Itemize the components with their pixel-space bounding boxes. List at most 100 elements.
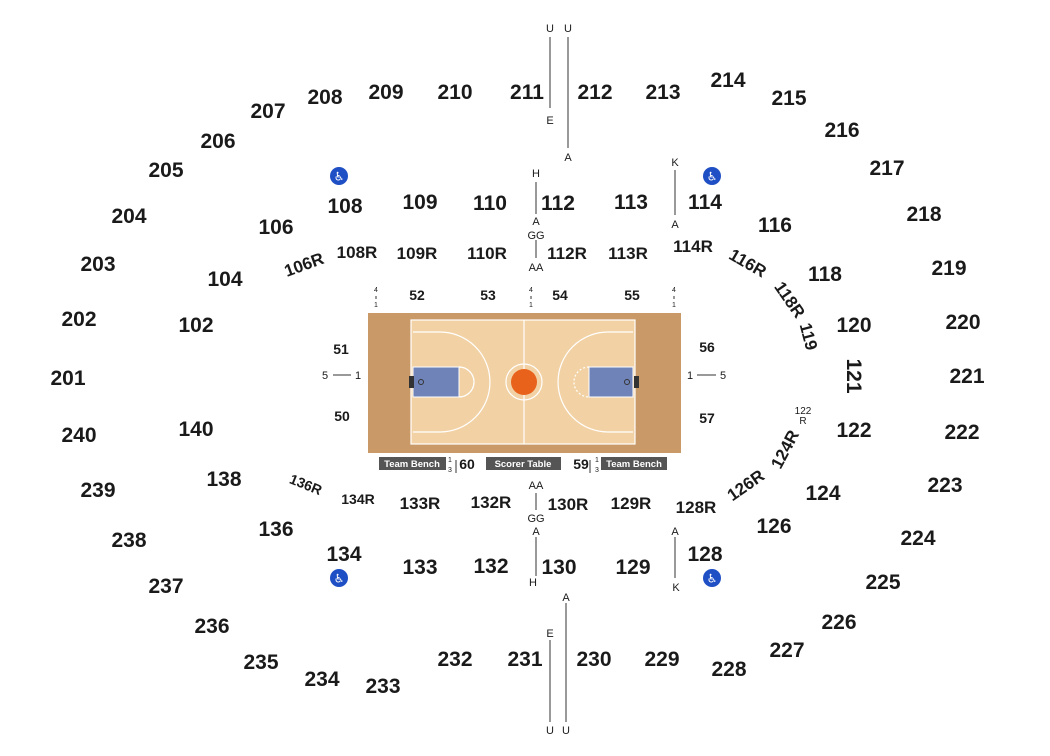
- section-202[interactable]: 202: [61, 308, 96, 331]
- section-109r[interactable]: 109R: [397, 244, 438, 263]
- section-136r[interactable]: 136R: [287, 471, 324, 498]
- section-221[interactable]: 221: [949, 365, 984, 388]
- section-110[interactable]: 110: [473, 192, 507, 215]
- section-120[interactable]: 120: [836, 314, 871, 337]
- section-59[interactable]: 59: [573, 456, 589, 472]
- section-205[interactable]: 205: [148, 159, 183, 182]
- section-109[interactable]: 109: [402, 191, 437, 214]
- section-140[interactable]: 140: [178, 418, 213, 441]
- section-233[interactable]: 233: [365, 675, 400, 698]
- section-51[interactable]: 51: [333, 341, 349, 357]
- section-60[interactable]: 60: [459, 456, 475, 472]
- section-226[interactable]: 226: [821, 611, 856, 634]
- section-116r[interactable]: 116R: [726, 245, 770, 281]
- section-227[interactable]: 227: [769, 639, 804, 662]
- section-214[interactable]: 214: [710, 69, 745, 92]
- wheelchair-icon[interactable]: ♿: [703, 167, 721, 185]
- section-106[interactable]: 106: [258, 216, 293, 239]
- section-56[interactable]: 56: [699, 339, 715, 355]
- section-129[interactable]: 129: [615, 556, 650, 579]
- wheelchair-icon[interactable]: ♿: [330, 569, 348, 587]
- section-236[interactable]: 236: [194, 615, 229, 638]
- section-116[interactable]: 116: [758, 214, 792, 237]
- section-138[interactable]: 138: [206, 468, 241, 491]
- section-216[interactable]: 216: [824, 119, 859, 142]
- section-118[interactable]: 118: [808, 263, 842, 286]
- section-112[interactable]: 112: [541, 192, 575, 215]
- section-104[interactable]: 104: [207, 268, 242, 291]
- section-102[interactable]: 102: [178, 314, 213, 337]
- section-126r[interactable]: 126R: [724, 466, 768, 505]
- section-110r[interactable]: 110R: [467, 244, 507, 263]
- section-136[interactable]: 136: [258, 518, 293, 541]
- section-240[interactable]: 240: [61, 424, 96, 447]
- section-235[interactable]: 235: [243, 651, 278, 674]
- section-122r-letter[interactable]: R: [799, 416, 806, 427]
- section-230[interactable]: 230: [576, 648, 611, 671]
- section-118r[interactable]: 118R: [770, 278, 808, 321]
- section-50[interactable]: 50: [334, 408, 350, 424]
- section-133r[interactable]: 133R: [400, 494, 441, 513]
- section-229[interactable]: 229: [644, 648, 679, 671]
- section-218[interactable]: 218: [906, 203, 941, 226]
- section-114[interactable]: 114: [688, 191, 722, 214]
- section-126[interactable]: 126: [756, 515, 791, 538]
- section-222[interactable]: 222: [944, 421, 979, 444]
- section-54[interactable]: 54: [552, 287, 568, 303]
- section-112r[interactable]: 112R: [547, 244, 587, 263]
- section-238[interactable]: 238: [111, 529, 146, 552]
- section-201[interactable]: 201: [50, 367, 85, 390]
- section-231[interactable]: 231: [507, 648, 542, 671]
- section-223[interactable]: 223: [927, 474, 962, 497]
- section-208[interactable]: 208: [307, 86, 342, 109]
- wheelchair-icon[interactable]: ♿: [330, 167, 348, 185]
- section-128r[interactable]: 128R: [676, 498, 717, 517]
- section-122r-number[interactable]: 122: [795, 406, 812, 417]
- section-228[interactable]: 228: [711, 658, 746, 681]
- section-124[interactable]: 124: [805, 482, 840, 505]
- section-130[interactable]: 130: [541, 556, 576, 579]
- section-121[interactable]: 121: [842, 358, 865, 393]
- section-55[interactable]: 55: [624, 287, 640, 303]
- section-206[interactable]: 206: [200, 130, 235, 153]
- section-113r[interactable]: 113R: [608, 244, 648, 263]
- section-134[interactable]: 134: [326, 543, 361, 566]
- section-53[interactable]: 53: [480, 287, 496, 303]
- section-209[interactable]: 209: [368, 81, 403, 104]
- section-113[interactable]: 113: [614, 191, 648, 214]
- section-212[interactable]: 212: [577, 81, 612, 104]
- section-52[interactable]: 52: [409, 287, 425, 303]
- section-119[interactable]: 119: [796, 321, 821, 352]
- section-210[interactable]: 210: [437, 81, 472, 104]
- section-213[interactable]: 213: [645, 81, 680, 104]
- section-225[interactable]: 225: [865, 571, 900, 594]
- section-124r[interactable]: 124R: [767, 427, 803, 472]
- section-207[interactable]: 207: [250, 100, 285, 123]
- section-211[interactable]: 211: [510, 81, 544, 104]
- section-122[interactable]: 122: [836, 419, 871, 442]
- section-237[interactable]: 237: [148, 575, 183, 598]
- section-204[interactable]: 204: [111, 205, 146, 228]
- section-132r[interactable]: 132R: [471, 493, 512, 512]
- section-108[interactable]: 108: [327, 195, 362, 218]
- section-134r[interactable]: 134R: [341, 491, 374, 507]
- section-224[interactable]: 224: [900, 527, 935, 550]
- section-128[interactable]: 128: [687, 543, 722, 566]
- section-232[interactable]: 232: [437, 648, 472, 671]
- section-57[interactable]: 57: [699, 410, 715, 426]
- section-203[interactable]: 203: [80, 253, 115, 276]
- section-217[interactable]: 217: [869, 157, 904, 180]
- section-129r[interactable]: 129R: [611, 494, 652, 513]
- section-106r[interactable]: 106R: [282, 249, 327, 281]
- section-219[interactable]: 219: [931, 257, 966, 280]
- section-132[interactable]: 132: [473, 555, 508, 578]
- section-130r[interactable]: 130R: [548, 495, 589, 514]
- section-114r[interactable]: 114R: [673, 237, 713, 256]
- section-220[interactable]: 220: [945, 311, 980, 334]
- section-215[interactable]: 215: [771, 87, 806, 110]
- section-239[interactable]: 239: [80, 479, 115, 502]
- section-108r[interactable]: 108R: [337, 243, 378, 262]
- wheelchair-icon[interactable]: ♿: [703, 569, 721, 587]
- section-234[interactable]: 234: [304, 668, 339, 691]
- section-133[interactable]: 133: [402, 556, 437, 579]
